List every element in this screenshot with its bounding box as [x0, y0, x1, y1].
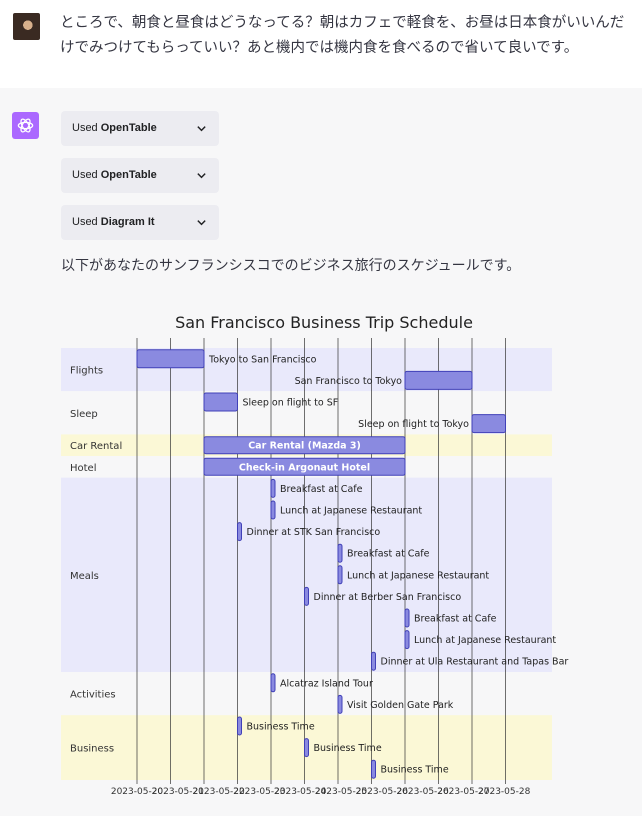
x-tick-label: 2023-05-22 [192, 787, 244, 797]
x-tick-label: 2023-05-23 [233, 787, 285, 797]
task-bar [337, 543, 343, 563]
task-label: Business Time [247, 722, 315, 733]
section-band-activities [61, 672, 552, 716]
task-label: Lunch at Japanese Restaurant [414, 635, 556, 646]
task-label: Lunch at Japanese Restaurant [280, 506, 422, 517]
task-bar [404, 630, 410, 650]
task-bar [304, 586, 309, 606]
task-label: Sleep on flight to Tokyo [358, 419, 469, 430]
task-bar [371, 759, 376, 779]
chevron-down-icon [197, 173, 206, 179]
task-label: Sleep on flight to SF [243, 398, 339, 409]
tool-used-opentable-1[interactable]: Used OpenTable [61, 111, 219, 146]
task-label: Car Rental (Mazda 3) [248, 441, 361, 452]
task-bar [337, 694, 343, 714]
x-tick-label: 2023-05-27 [437, 787, 489, 797]
task-label: Dinner at Ula Restaurant and Tapas Bar [381, 657, 569, 668]
task-bar [471, 414, 506, 434]
task-label: Check-in Argonaut Hotel [239, 462, 370, 473]
task-label: San Francisco to Tokyo [295, 376, 403, 387]
x-tick-label: 2023-05-25 [315, 787, 367, 797]
task-label: Visit Golden Gate Park [347, 700, 454, 711]
task-bar [404, 370, 473, 390]
section-label: Activities [70, 690, 116, 701]
task-bar [203, 436, 406, 455]
task-label: Business Time [314, 743, 382, 754]
user-message-text: ところで、朝食と昼食はどうなってる？朝はカフェで軽食を、お昼は日本食がいいんだけ… [60, 15, 625, 56]
x-tick-label: 2023-05-20 [111, 787, 164, 797]
section-label: Meals [70, 571, 99, 582]
task-label: Lunch at Japanese Restaurant [347, 570, 489, 581]
task-bar [304, 738, 309, 758]
task-label: Tokyo to San Francisco [208, 354, 317, 365]
tool-label: Used OpenTable [72, 122, 157, 134]
section-label: Sleep [70, 409, 98, 420]
task-label: Alcatraz Island Tour [280, 678, 373, 689]
task-bar [270, 478, 276, 498]
user-message-row: ところで、朝食と昼食はどうなってる？朝はカフェで軽食を、お昼は日本食がいいんだけ… [0, 0, 642, 88]
assistant-intro-text: 以下があなたのサンフランシスコでのビジネス旅行のスケジュールです。 [61, 258, 521, 274]
task-bar [270, 673, 276, 693]
task-bar [136, 349, 205, 369]
task-bar [404, 608, 410, 628]
section-label: Car Rental [70, 441, 122, 452]
chevron-down-icon [197, 220, 206, 226]
task-bar [237, 522, 242, 542]
task-bar [337, 565, 343, 585]
task-label: Dinner at STK San Francisco [247, 527, 381, 538]
chart-title: San Francisco Business Trip Schedule [175, 313, 473, 332]
task-label: Dinner at Berber San Francisco [314, 592, 462, 603]
chevron-down-icon [197, 126, 206, 132]
user-avatar [13, 13, 40, 40]
task-label: Breakfast at Cafe [347, 549, 430, 560]
task-bar [203, 392, 238, 412]
task-label: Breakfast at Cafe [414, 614, 497, 625]
x-tick-label: 2023-05-28 [478, 787, 531, 797]
section-band-sleep [61, 391, 552, 435]
section-label: Flights [70, 366, 103, 377]
tool-used-opentable-2[interactable]: Used OpenTable [61, 158, 219, 193]
tool-label: Used OpenTable [72, 169, 157, 181]
tool-used-diagram-it[interactable]: Used Diagram It [61, 205, 219, 240]
task-bar [371, 651, 376, 671]
section-label: Business [70, 744, 114, 755]
task-label: Business Time [381, 765, 449, 776]
x-tick-label: 2023-05-24 [274, 787, 327, 797]
chatgpt-logo-icon [12, 112, 39, 139]
task-bar [237, 716, 242, 736]
x-tick-label: 2023-05-26 [356, 787, 409, 797]
task-bar [270, 500, 276, 520]
section-band-meals [61, 477, 552, 672]
x-tick-label: 2023-05-26 [396, 787, 449, 797]
tool-label: Used Diagram It [72, 216, 155, 228]
section-label: Hotel [70, 463, 97, 474]
x-tick-label: 2023-05-21 [152, 787, 204, 797]
task-bar [203, 457, 406, 476]
task-label: Breakfast at Cafe [280, 484, 363, 495]
